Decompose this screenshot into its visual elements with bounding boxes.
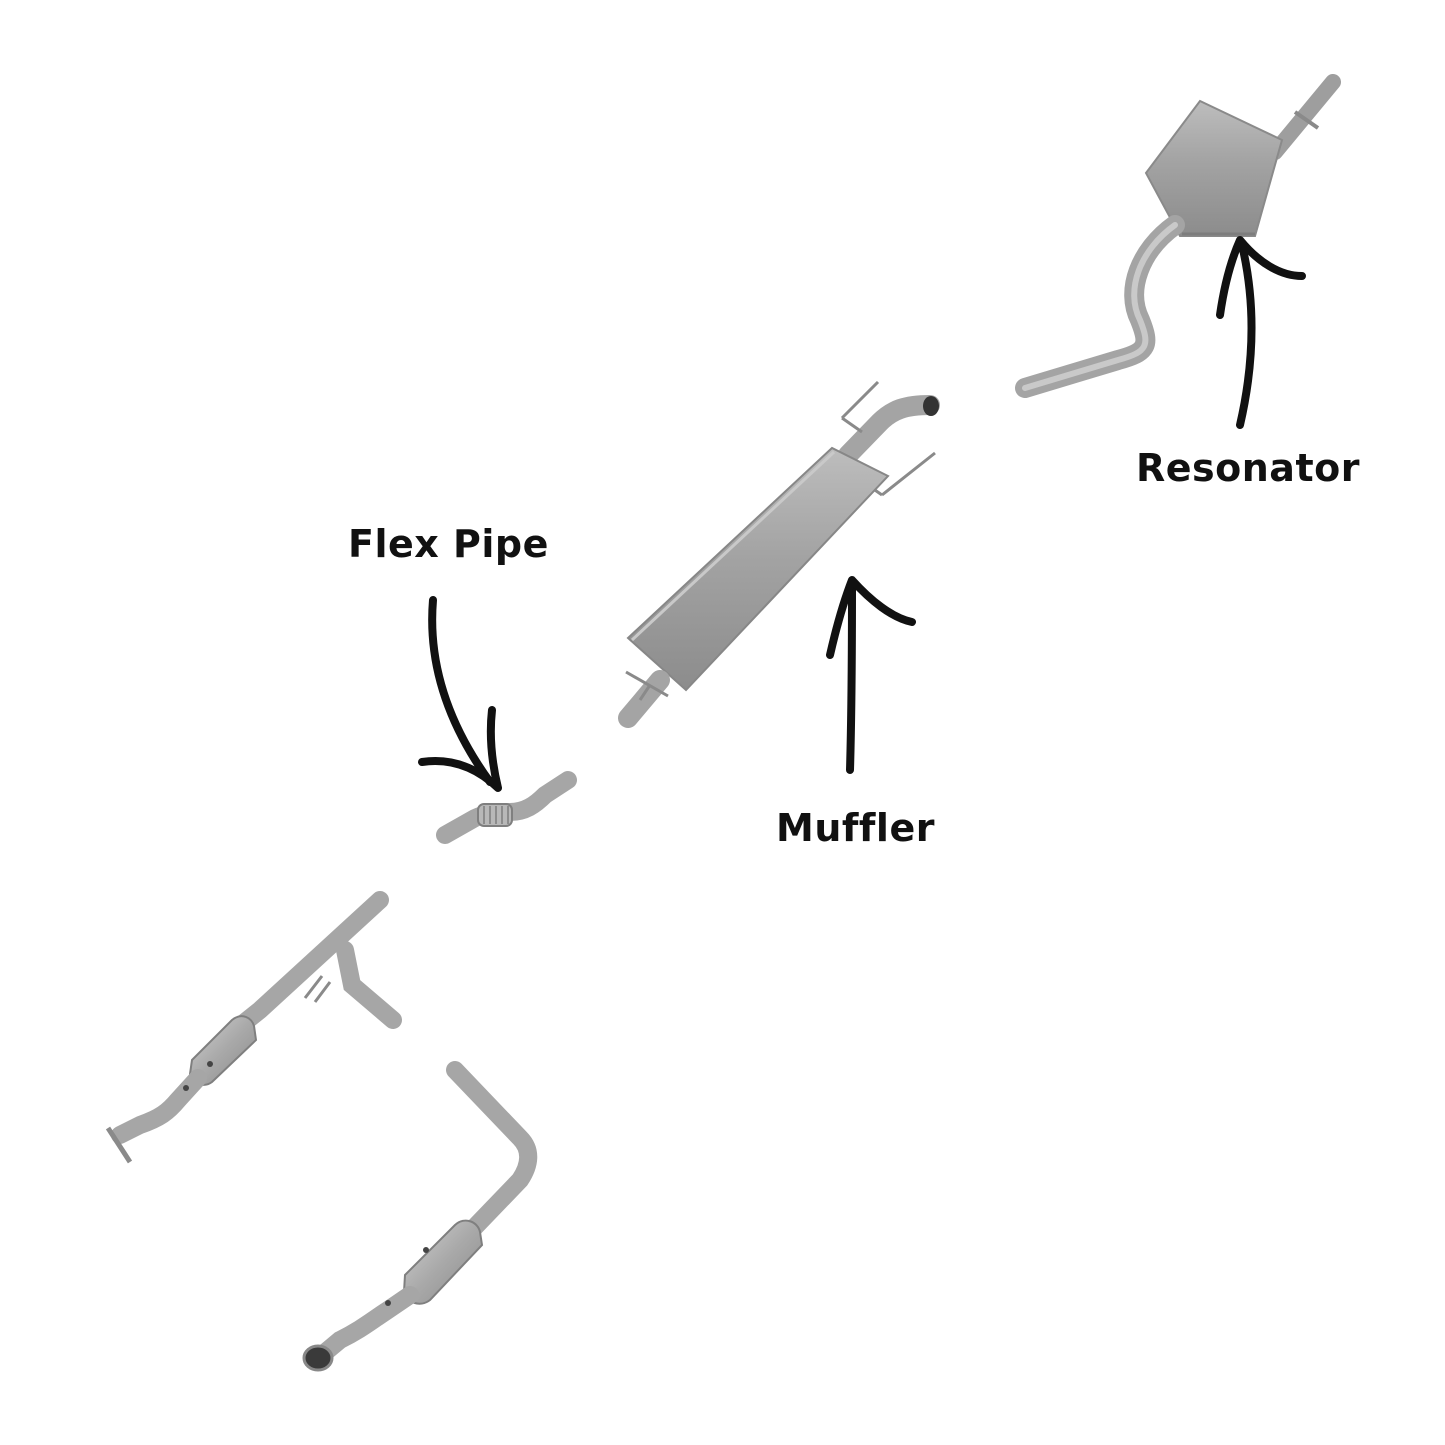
- resonator-arrow: [1220, 240, 1302, 425]
- muffler-arrow: [830, 580, 912, 770]
- lower-cat-pipe-assembly: [304, 1070, 528, 1370]
- flex-pipe-arrow: [422, 600, 498, 788]
- muffler-inlet-pipe: [628, 680, 660, 718]
- y-pipe-main: [235, 900, 380, 1030]
- resonator-label: Resonator: [1136, 446, 1360, 490]
- lower-cat-pipe-outlet: [322, 1295, 410, 1355]
- resonator-assembly: [1025, 82, 1333, 388]
- lower-cat-pipe-upper: [455, 1070, 528, 1232]
- y-pipe-assembly: [108, 900, 393, 1162]
- lower-cat-pipe-flange: [304, 1346, 332, 1370]
- muffler-label: Muffler: [776, 806, 935, 850]
- muffler-assembly: [626, 382, 939, 718]
- y-pipe-branch: [345, 950, 393, 1020]
- flex-pipe-label: Flex Pipe: [348, 522, 549, 566]
- resonator-can: [1146, 101, 1282, 236]
- flex-pipe-assembly: [445, 780, 568, 835]
